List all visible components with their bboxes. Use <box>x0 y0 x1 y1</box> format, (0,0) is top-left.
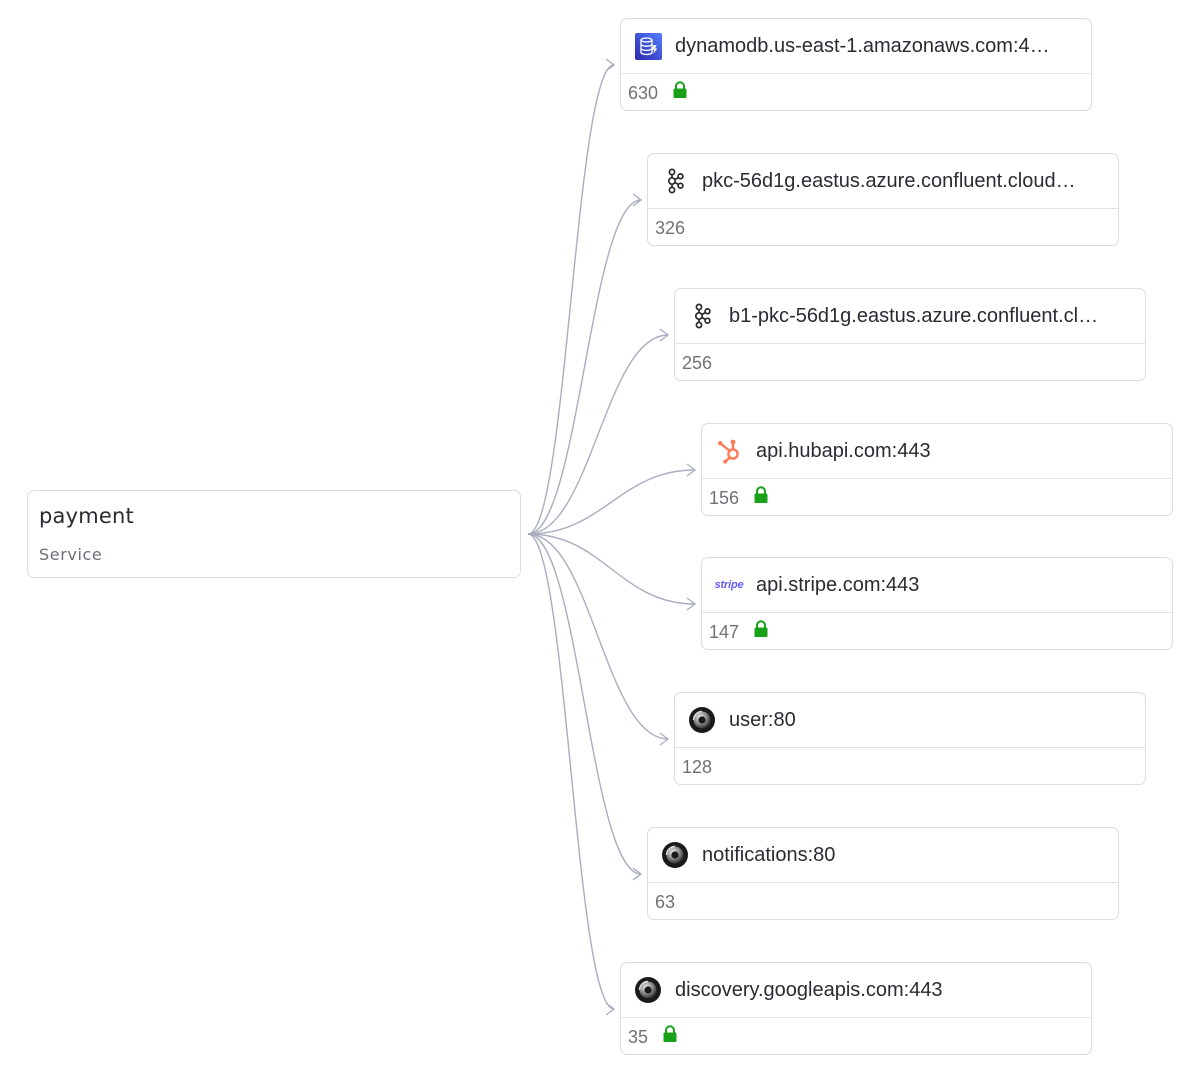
target-node[interactable]: user:80 128 <box>674 692 1146 785</box>
edge-line <box>527 533 642 875</box>
target-node-name: dynamodb.us-east-1.amazonaws.com:4… <box>675 35 1050 57</box>
target-node-name: api.stripe.com:443 <box>756 574 920 596</box>
lock-icon <box>753 620 769 638</box>
edge-arrowhead <box>605 58 616 72</box>
edge-line <box>527 199 642 535</box>
target-node-footer: 63 <box>648 883 1118 919</box>
request-count: 630 <box>628 83 659 103</box>
target-node-header: api.hubapi.com:443 <box>702 424 1172 479</box>
lock-icon <box>753 486 769 504</box>
service-ring-icon <box>661 841 689 869</box>
request-count: 63 <box>655 892 676 912</box>
target-node-footer: 147 <box>702 613 1172 649</box>
stripe-icon: stripe <box>714 571 744 599</box>
request-count: 35 <box>628 1027 649 1047</box>
target-node-footer: 630 <box>621 74 1091 110</box>
target-node-name: b1-pkc-56d1g.eastus.azure.confluent.cl… <box>729 305 1099 327</box>
target-node-header: notifications:80 <box>648 828 1118 883</box>
edge-arrowhead <box>605 1002 616 1016</box>
target-node-header: user:80 <box>675 693 1145 748</box>
target-node[interactable]: dynamodb.us-east-1.amazonaws.com:4… 630 <box>620 18 1092 111</box>
edge-arrowhead <box>632 193 643 207</box>
request-count: 326 <box>655 218 686 238</box>
dynamodb-icon <box>634 32 662 60</box>
request-count: 128 <box>682 757 713 777</box>
target-node[interactable]: stripe api.stripe.com:443 147 <box>701 557 1173 650</box>
target-node-name: user:80 <box>729 709 796 731</box>
target-node[interactable]: notifications:80 63 <box>647 827 1119 920</box>
target-node-name: notifications:80 <box>702 844 836 866</box>
edge-line <box>527 469 696 535</box>
target-node[interactable]: b1-pkc-56d1g.eastus.azure.confluent.cl… … <box>674 288 1146 381</box>
target-node-footer: 326 <box>648 209 1118 245</box>
service-ring-icon <box>688 706 716 734</box>
target-node-footer: 156 <box>702 479 1172 515</box>
edge-line <box>527 533 615 1010</box>
request-count: 156 <box>709 488 740 508</box>
target-node[interactable]: discovery.googleapis.com:443 35 <box>620 962 1092 1055</box>
source-node-type: Service <box>39 545 103 564</box>
target-node[interactable]: pkc-56d1g.eastus.azure.confluent.cloud… … <box>647 153 1119 246</box>
request-count: 147 <box>709 622 740 642</box>
edge-arrowhead <box>632 867 643 881</box>
source-node-name: payment <box>39 504 134 528</box>
edge-arrowhead <box>686 463 697 477</box>
edge-line <box>527 533 696 605</box>
target-node-name: api.hubapi.com:443 <box>756 440 931 462</box>
edge-line <box>527 533 669 740</box>
target-node-header: stripe api.stripe.com:443 <box>702 558 1172 613</box>
kafka-icon <box>661 167 689 195</box>
target-node-header: b1-pkc-56d1g.eastus.azure.confluent.cl… <box>675 289 1145 344</box>
source-node-payment[interactable]: payment Service <box>27 490 521 578</box>
edge-arrowhead <box>659 328 670 342</box>
target-node-footer: 35 <box>621 1018 1091 1054</box>
stripe-icon-text: stripe <box>714 579 744 591</box>
edge-line <box>527 334 669 535</box>
target-node-header: pkc-56d1g.eastus.azure.confluent.cloud… <box>648 154 1118 209</box>
edge-arrowhead <box>686 597 697 611</box>
edge-arrowhead <box>659 732 670 746</box>
target-node[interactable]: api.hubapi.com:443 156 <box>701 423 1173 516</box>
edge-line <box>527 64 615 535</box>
request-count: 256 <box>682 353 713 373</box>
target-node-footer: 128 <box>675 748 1145 784</box>
target-node-header: dynamodb.us-east-1.amazonaws.com:4… <box>621 19 1091 74</box>
kafka-icon <box>688 302 716 330</box>
hubspot-icon <box>715 437 743 465</box>
service-ring-icon <box>634 976 662 1004</box>
target-node-header: discovery.googleapis.com:443 <box>621 963 1091 1018</box>
target-node-name: discovery.googleapis.com:443 <box>675 979 943 1001</box>
target-node-footer: 256 <box>675 344 1145 380</box>
lock-icon <box>662 1025 678 1043</box>
target-node-name: pkc-56d1g.eastus.azure.confluent.cloud… <box>702 170 1076 192</box>
lock-icon <box>672 81 688 99</box>
